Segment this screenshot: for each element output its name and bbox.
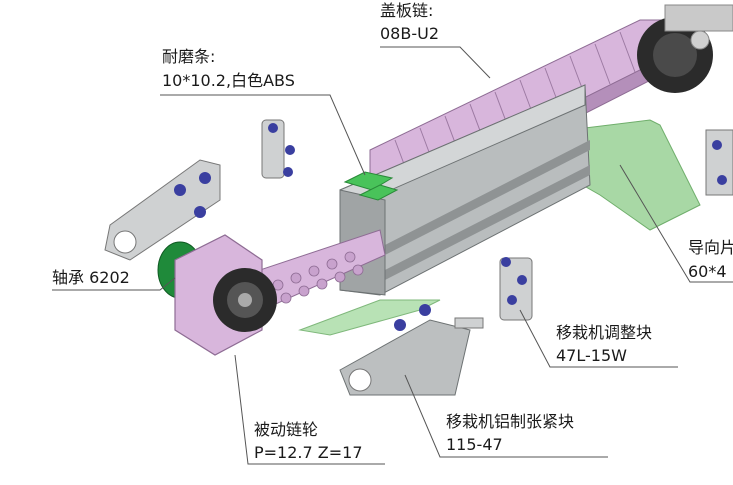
leader-lines xyxy=(52,46,733,465)
guide-label: 导向片 xyxy=(688,238,733,257)
leader-adjust-block xyxy=(519,309,678,368)
leader-guide xyxy=(619,164,733,283)
cover-chain-label: 盖板链: xyxy=(380,1,434,20)
tension-block xyxy=(339,304,484,396)
leader-driven-sprocket xyxy=(234,354,385,465)
leader-cover-chain xyxy=(380,46,491,79)
leader-bearing xyxy=(52,277,176,291)
bolt-cluster-top xyxy=(261,119,295,179)
adjust-block-spec: 47L-15W xyxy=(556,346,627,365)
drive-sprocket xyxy=(637,4,733,93)
leader-tension-block xyxy=(404,374,608,458)
cover-chain-spec: 08B-U2 xyxy=(380,24,439,43)
tension-block-spec: 115-47 xyxy=(446,435,503,454)
driven-sprocket-label: 被动链轮 xyxy=(254,420,319,439)
wear-strips xyxy=(343,171,399,201)
wear-strip-label: 耐磨条: xyxy=(162,47,216,66)
left-bracket xyxy=(104,159,221,261)
adjust-block-label: 移栽机调整块 xyxy=(556,323,653,342)
guide-spec: 60*4 xyxy=(688,262,727,281)
leader-wear-strip xyxy=(160,94,366,176)
driven-sprocket-assembly xyxy=(157,234,277,356)
driven-sprocket-spec: P=12.7 Z=17 xyxy=(254,443,363,462)
tension-block-label: 移栽机铝制张紧块 xyxy=(446,412,575,431)
adjustment-block xyxy=(499,257,533,321)
right-edge-plate xyxy=(705,129,733,196)
wear-strip-spec: 10*10.2,白色ABS xyxy=(162,71,295,90)
bearing-label: 轴承 6202 xyxy=(52,268,130,287)
